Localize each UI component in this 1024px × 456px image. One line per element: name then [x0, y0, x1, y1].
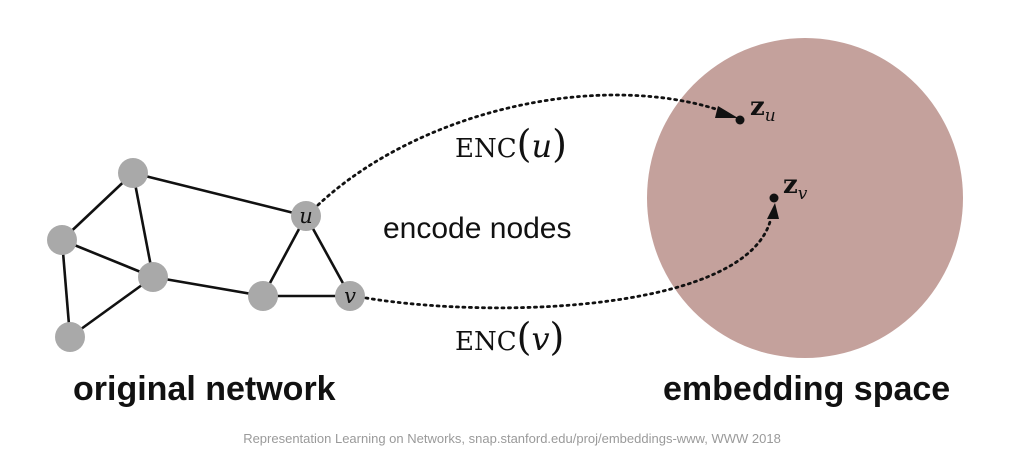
graph-node	[138, 262, 168, 292]
enc-u-arrowhead	[715, 106, 738, 118]
enc-paren-open: (	[517, 122, 532, 166]
embedding-point-u	[735, 115, 745, 125]
graph-node	[118, 158, 148, 188]
z-v-subscript: v	[798, 184, 808, 204]
graph-edge	[61, 238, 154, 279]
enc-v-label: ENC(v)	[455, 315, 564, 359]
z-v-label: zv	[783, 170, 808, 204]
graph-edge	[60, 239, 72, 338]
z-symbol: z	[750, 92, 765, 122]
enc-v-arrow	[364, 216, 773, 310]
enc-paren-close: )	[550, 315, 565, 359]
z-u-subscript: u	[765, 106, 776, 126]
enc-u-label: ENC(u)	[455, 122, 567, 166]
graph-node-u	[291, 201, 321, 231]
enc-v-arrowhead	[767, 203, 779, 219]
enc-prefix: ENC	[455, 327, 517, 357]
graph-edge	[131, 172, 155, 278]
enc-v-arg: v	[531, 320, 549, 358]
citation-footer: Representation Learning on Networks, sna…	[243, 431, 781, 446]
network-nodes	[47, 158, 365, 352]
enc-paren-close: )	[552, 122, 567, 166]
graph-edge	[132, 171, 307, 218]
graph-edge	[61, 172, 134, 241]
original-network-caption: original network	[73, 370, 336, 408]
graph-edge	[304, 215, 352, 297]
embedding-space-caption: embedding space	[663, 370, 950, 408]
enc-u-arg: u	[531, 127, 552, 165]
graph-edge	[261, 215, 308, 297]
node-v-label: v	[344, 284, 356, 308]
graph-node	[47, 225, 77, 255]
network-edges	[60, 171, 352, 339]
enc-paren-open: (	[517, 315, 532, 359]
encode-nodes-label: encode nodes	[383, 212, 572, 245]
graph-node	[248, 281, 278, 311]
graph-node	[55, 322, 85, 352]
graph-edge	[152, 275, 264, 298]
z-u-label: zu	[750, 92, 776, 126]
embedding-point-v	[769, 193, 779, 203]
enc-prefix: ENC	[455, 134, 517, 164]
z-symbol: z	[783, 170, 798, 200]
graph-node-v	[335, 281, 365, 311]
graph-edge	[69, 275, 154, 339]
node-u-label: u	[299, 204, 313, 228]
enc-u-arrow	[316, 93, 724, 207]
